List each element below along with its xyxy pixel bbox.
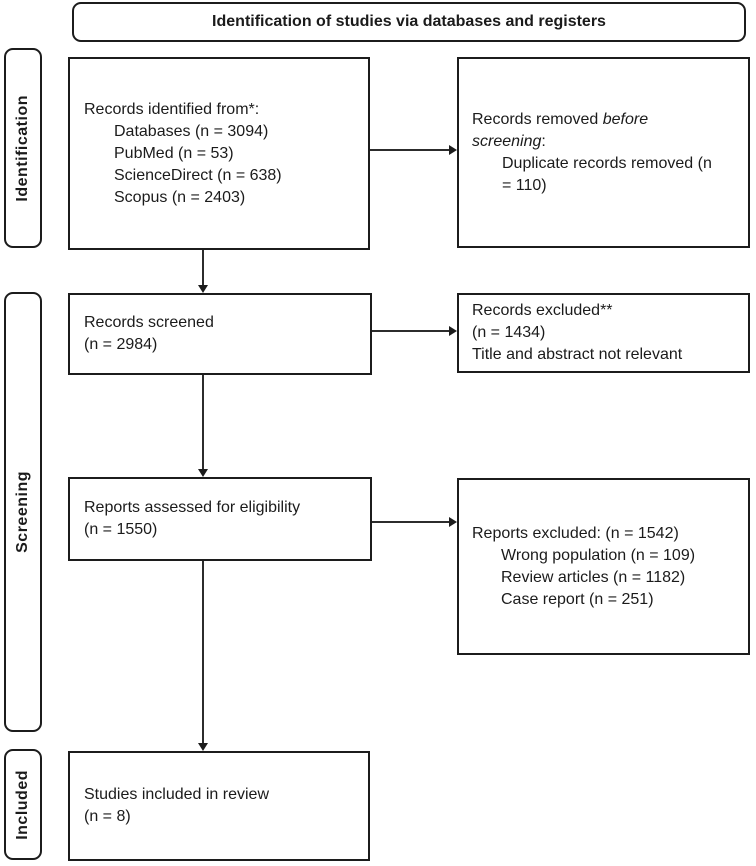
records-screened-line: Records screened (84, 314, 214, 331)
box-records-identified: Records identified from*: Databases (n =… (68, 57, 370, 250)
arrow-shaft (202, 375, 204, 471)
reports-excluded-item: Wrong population (n = 109) (501, 546, 696, 564)
box-studies-included: Studies included in review (n = 8) (68, 751, 370, 861)
reports-excluded-title: Reports excluded: (n = 1542) (472, 524, 679, 542)
records-removed-item: Duplicate records removed (n = 110) (502, 154, 712, 194)
arrow-down-icon (198, 743, 208, 751)
box-reports-excluded: Reports excluded: (n = 1542) Wrong popul… (457, 478, 750, 655)
stage-screening-label: Screening (14, 471, 31, 553)
records-removed-title-normal: Records removed (472, 110, 603, 128)
arrow-down-icon (198, 285, 208, 293)
arrow-shaft (202, 561, 204, 745)
arrow-identified-to-screened (198, 250, 208, 293)
records-removed-title-colon: : (541, 132, 546, 150)
arrow-right-icon (449, 145, 457, 155)
studies-included-line: Studies included in review (84, 786, 269, 803)
records-identified-item: Databases (n = 3094) (114, 122, 269, 140)
records-excluded-count: (n = 1434) (472, 324, 546, 341)
reports-assessed-line: Reports assessed for eligibility (84, 499, 301, 516)
reports-excluded-item: Case report (n = 251) (501, 590, 654, 608)
arrow-right-icon (449, 517, 457, 527)
reports-assessed-count: (n = 1550) (84, 521, 158, 538)
box-records-screened: Records screened (n = 2984) (68, 293, 372, 375)
reports-excluded-item: Review articles (n = 1182) (501, 568, 686, 586)
box-records-removed: Records removed before screening: Duplic… (457, 57, 750, 248)
arrow-screened-to-assessed (198, 375, 208, 477)
stage-included: Included (4, 749, 42, 860)
arrow-shaft (202, 250, 204, 287)
box-reports-assessed: Reports assessed for eligibility (n = 15… (68, 477, 372, 561)
records-identified-item: PubMed (n = 53) (114, 144, 234, 162)
box-records-excluded: Records excluded** (n = 1434) Title and … (457, 293, 750, 373)
records-identified-item: ScienceDirect (n = 638) (114, 166, 282, 184)
arrow-shaft (372, 330, 451, 332)
stage-included-label: Included (14, 769, 31, 840)
studies-included-count: (n = 8) (84, 808, 131, 825)
records-removed-title-italic: before screening (472, 110, 649, 150)
stage-screening: Screening (4, 292, 42, 732)
arrow-shaft (372, 521, 451, 523)
records-excluded-line: Records excluded** (472, 302, 613, 319)
arrow-identified-to-removed (370, 145, 457, 155)
records-screened-count: (n = 2984) (84, 336, 158, 353)
stage-identification: Identification (4, 48, 42, 248)
arrow-right-icon (449, 326, 457, 336)
records-identified-item: Scopus (n = 2403) (114, 188, 246, 206)
records-identified-title: Records identified from*: (84, 100, 260, 118)
arrow-down-icon (198, 469, 208, 477)
diagram-header-title: Identification of studies via databases … (212, 13, 606, 30)
arrow-screened-to-excluded (372, 326, 457, 336)
arrow-assessed-to-reports-excluded (372, 517, 457, 527)
records-removed-title: Records removed before screening: (472, 109, 677, 153)
arrow-shaft (370, 149, 451, 151)
diagram-header: Identification of studies via databases … (72, 2, 746, 42)
arrow-assessed-to-included (198, 561, 208, 751)
records-excluded-reason: Title and abstract not relevant (472, 346, 683, 363)
stage-identification-label: Identification (14, 94, 31, 202)
